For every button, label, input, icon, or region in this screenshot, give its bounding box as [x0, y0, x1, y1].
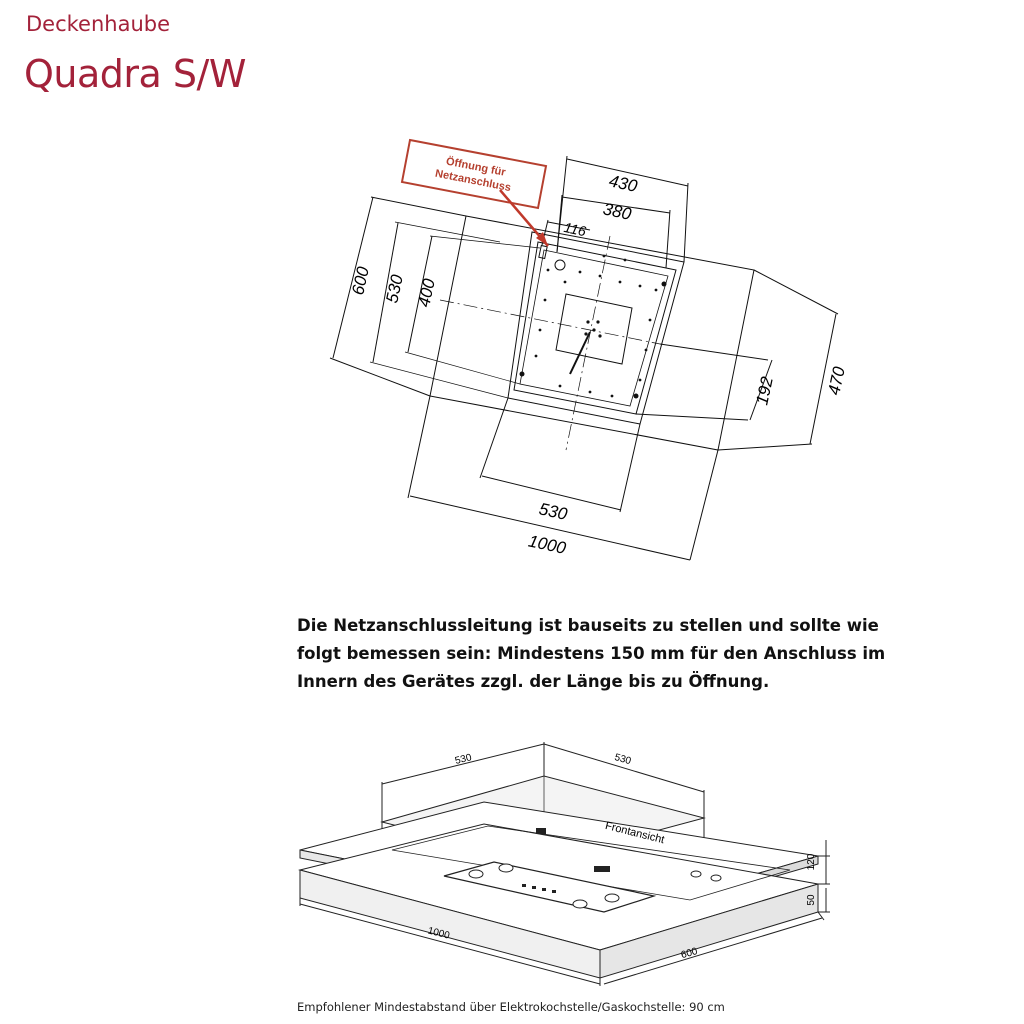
- connection-note-line-1: Die Netzanschlussleitung ist bauseits zu…: [297, 616, 879, 635]
- dim-1000-bottom: 1000: [426, 926, 451, 942]
- connection-note-line-2: folgt bemessen sein: Mindestens 150 mm f…: [297, 644, 886, 663]
- control-panel: [443, 861, 657, 913]
- dim-50: 50: [806, 894, 817, 906]
- control-panel-dots: [468, 863, 722, 909]
- fixing-dots: [519, 254, 667, 399]
- product-title: Quadra S/W: [24, 52, 246, 96]
- product-category: Deckenhaube: [26, 12, 171, 36]
- connection-note: Die Netzanschlussleitung ist bauseits zu…: [297, 612, 886, 696]
- top-view-diagram: Öffnung für Netzanschluss 430 380 116 60…: [329, 138, 849, 561]
- center-square: [555, 293, 633, 365]
- dim-530-top-left: 530: [454, 752, 473, 767]
- dim-120: 120: [806, 853, 817, 870]
- footer-note: Empfohlener Mindestabstand über Elektrok…: [297, 1000, 725, 1014]
- dim-116: 116: [562, 219, 587, 239]
- connection-note-line-3: Innern des Gerätes zzgl. der Länge bis z…: [297, 672, 770, 691]
- power-opening: [554, 259, 566, 271]
- dim-600-bottom: 600: [680, 946, 699, 961]
- dim-530-top-right: 530: [613, 752, 632, 767]
- callout-box: [400, 138, 548, 210]
